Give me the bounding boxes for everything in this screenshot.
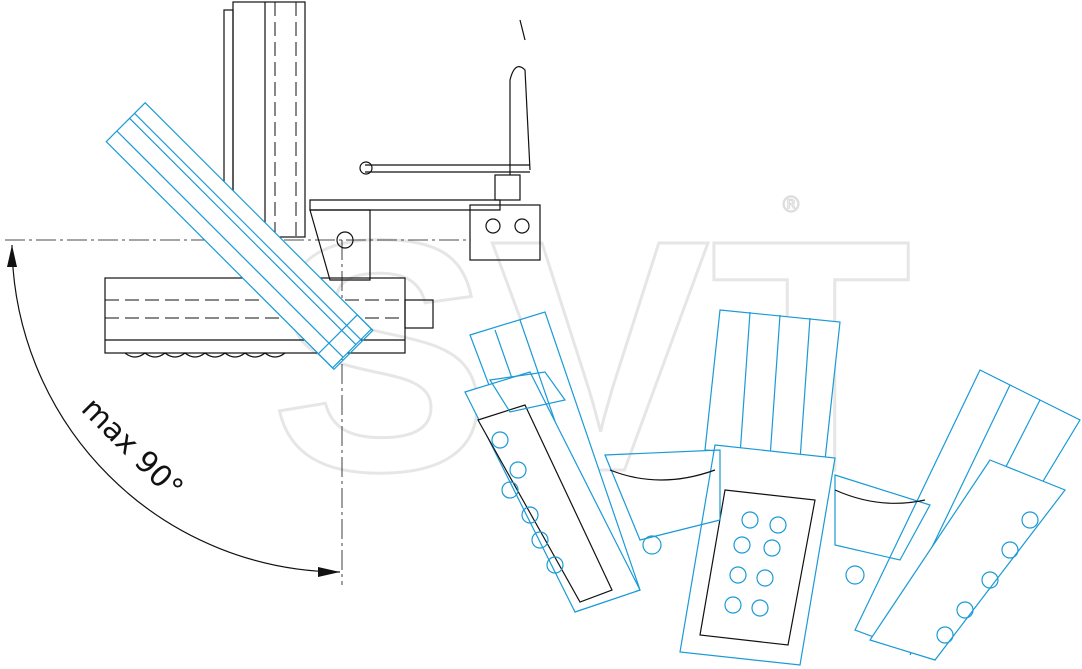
mounting-arm bbox=[309, 19, 541, 281]
fixture-3d-left bbox=[464, 311, 641, 613]
fixture-3d-center bbox=[679, 309, 841, 666]
bracket-joints bbox=[604, 449, 931, 585]
fixture-3d-right bbox=[854, 369, 1081, 661]
angle-label: max 90° bbox=[74, 391, 189, 506]
tilted-fixture bbox=[105, 101, 374, 371]
svg-text:®: ® bbox=[780, 193, 802, 218]
